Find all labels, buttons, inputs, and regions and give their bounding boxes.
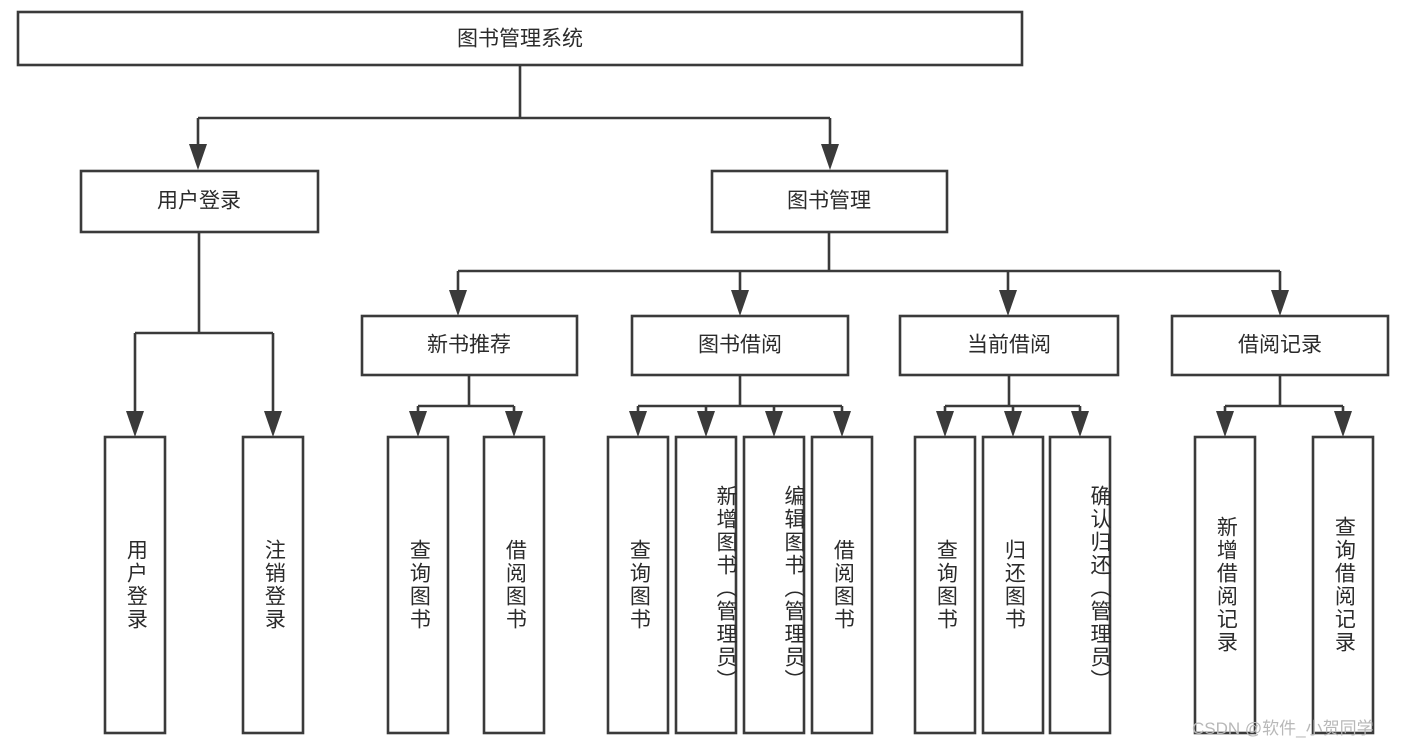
node-book-borrow[interactable]: 图书借阅 — [630, 314, 850, 377]
node-current-borrow[interactable]: 当前借阅 — [898, 314, 1120, 377]
leaf-box-borrow-book[interactable] — [810, 435, 874, 735]
connector-bookmgmt-to-level3 — [449, 232, 1289, 316]
connector-bookborrow-to-leaves — [629, 375, 851, 437]
node-new-book-recommend-label: 新书推荐 — [427, 334, 511, 357]
leaf-box-confirm-return-admin[interactable] — [1048, 435, 1112, 735]
node-root-label: 图书管理系统 — [457, 28, 583, 51]
connector-currentborrow-to-leaves — [936, 375, 1089, 437]
connector-borrowrecord-to-leaves — [1216, 375, 1352, 437]
connector-root-to-level2 — [189, 65, 839, 170]
leaf-box-query-book-recommend[interactable] — [386, 435, 450, 735]
connector-userlogin-to-leaves — [126, 232, 282, 437]
leaf-box-logout[interactable] — [241, 435, 305, 735]
leaf-box-edit-book-admin[interactable] — [742, 435, 806, 735]
node-current-borrow-label: 当前借阅 — [967, 334, 1051, 357]
leaf-box-query-book-borrow[interactable] — [606, 435, 670, 735]
leaf-box-user-login[interactable] — [103, 435, 167, 735]
node-new-book-recommend[interactable]: 新书推荐 — [360, 314, 579, 377]
leaf-box-add-book-admin[interactable] — [674, 435, 738, 735]
node-book-management-label: 图书管理 — [787, 190, 871, 213]
node-root[interactable]: 图书管理系统 — [16, 10, 1024, 67]
connector-newbook-to-leaves — [409, 375, 523, 437]
node-book-management[interactable]: 图书管理 — [710, 169, 949, 234]
node-book-borrow-label: 图书借阅 — [698, 334, 782, 357]
node-user-login[interactable]: 用户登录 — [79, 169, 320, 234]
node-borrow-record-label: 借阅记录 — [1238, 334, 1322, 357]
node-borrow-record[interactable]: 借阅记录 — [1170, 314, 1390, 377]
leaf-box-add-borrow-record[interactable] — [1193, 435, 1257, 735]
node-user-login-label: 用户登录 — [157, 190, 241, 213]
leaf-box-borrow-book-recommend[interactable] — [482, 435, 546, 735]
leaf-box-query-book-current[interactable] — [913, 435, 977, 735]
leaf-box-return-book[interactable] — [981, 435, 1045, 735]
leaf-box-query-borrow-record[interactable] — [1311, 435, 1375, 735]
